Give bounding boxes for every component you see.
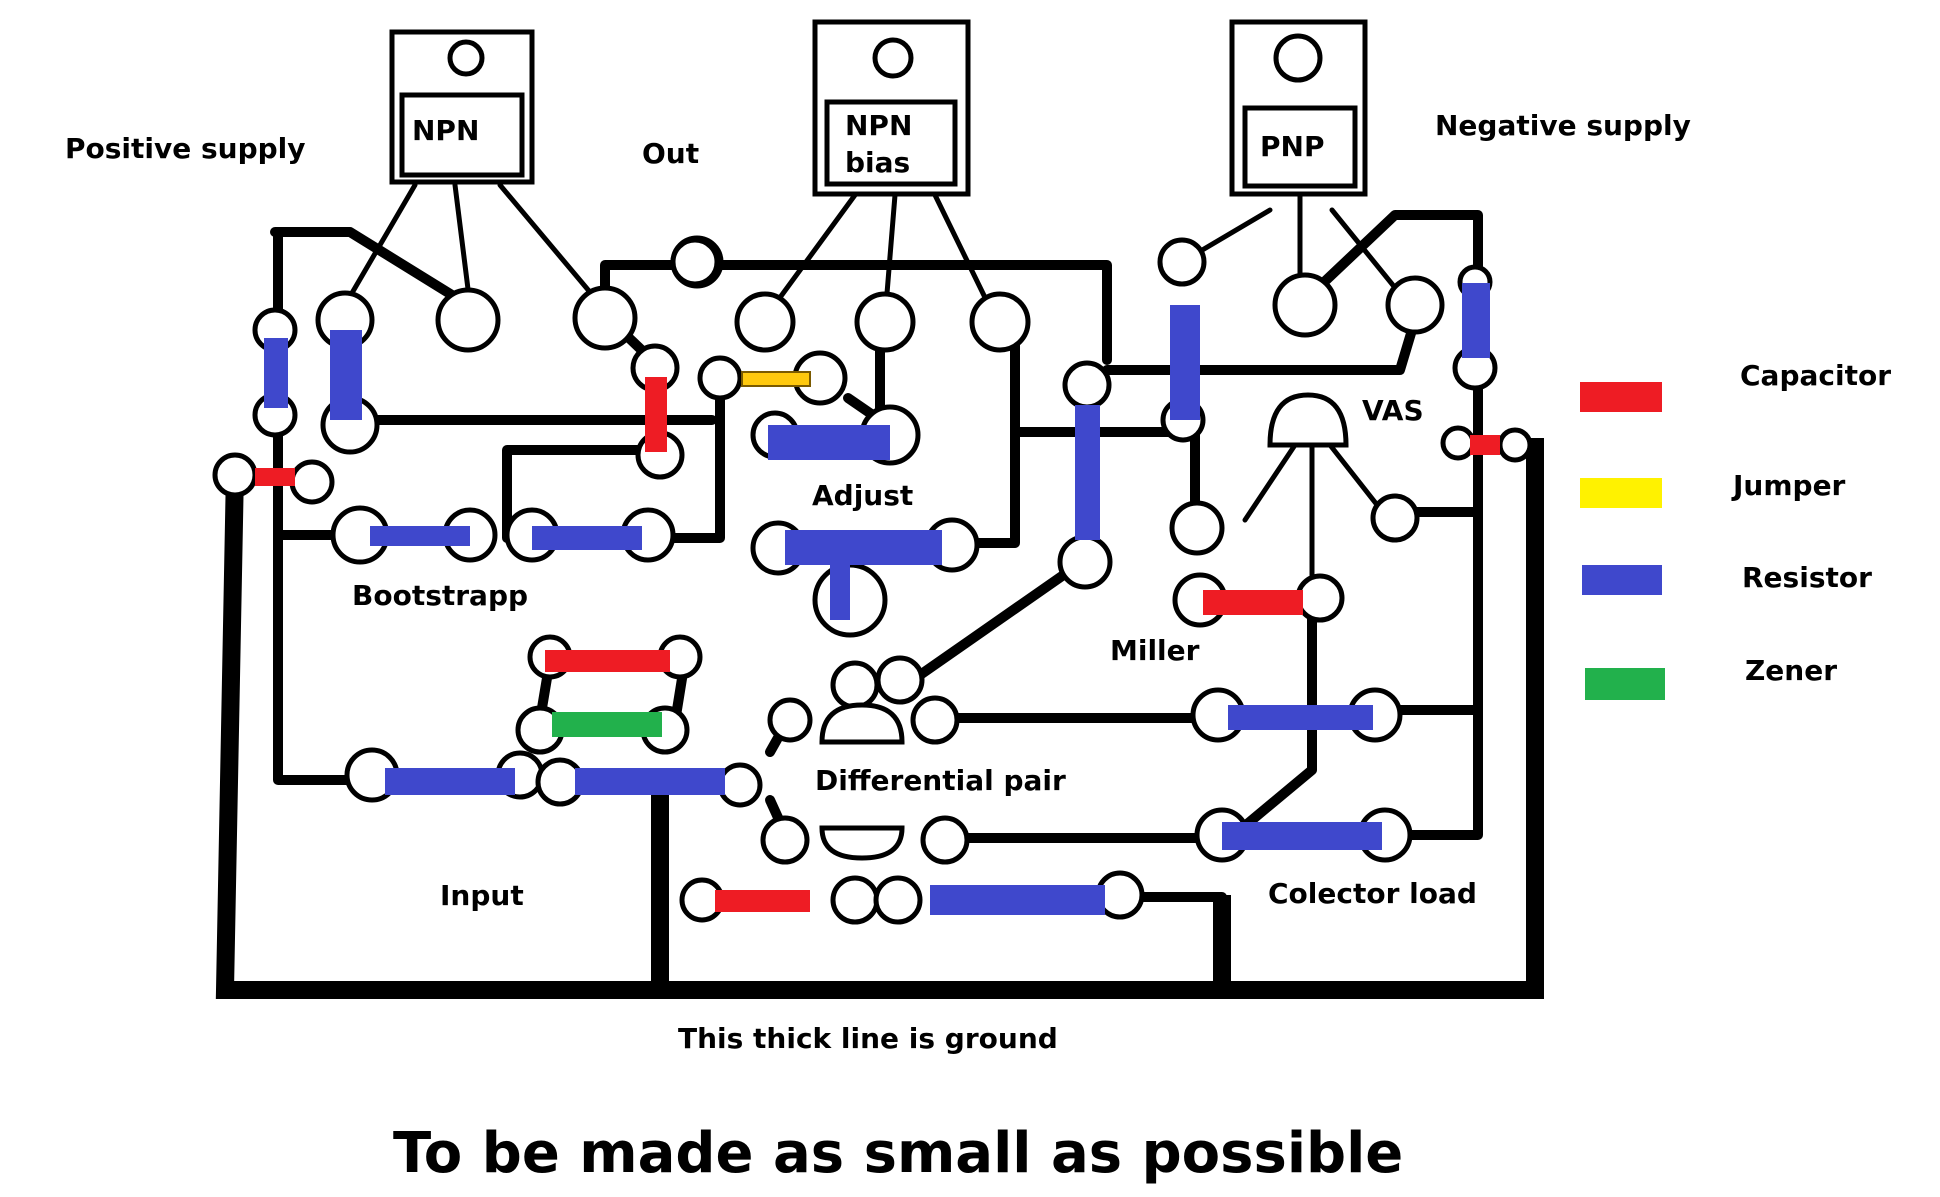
- colector-load-label: Colector load: [1268, 877, 1477, 910]
- adjust-label: Adjust: [812, 479, 913, 512]
- npn-label: NPN: [412, 114, 479, 147]
- legend: Capacitor Jumper Resistor Zener: [1580, 359, 1891, 700]
- legend-swatch-jumper: [1580, 478, 1662, 508]
- capacitors: [255, 377, 1500, 912]
- legend-label-resistor: Resistor: [1742, 561, 1872, 594]
- npn-bias-label-line2: bias: [845, 146, 910, 179]
- labels: Positive supply Out Negative supply VAS …: [65, 109, 1691, 1186]
- resistors: [264, 283, 1490, 915]
- legend-label-jumper: Jumper: [1731, 469, 1846, 502]
- differential-pair-label: Differential pair: [815, 764, 1066, 797]
- pnp-transistor: PNP: [1229, 19, 1368, 197]
- legend-swatch-resistor: [1582, 565, 1662, 595]
- legend-swatch-zener: [1585, 668, 1665, 700]
- npn-bias-transistor: NPN bias: [812, 19, 971, 197]
- out-label: Out: [642, 137, 699, 170]
- npn-bias-label-line1: NPN: [845, 109, 912, 142]
- differential-pair-transistors: [819, 702, 905, 861]
- zeners: [552, 712, 662, 737]
- legend-label-zener: Zener: [1745, 654, 1837, 687]
- vas-transistor: [1267, 392, 1349, 448]
- ground-note-label: This thick line is ground: [678, 1022, 1058, 1055]
- jumpers: [741, 371, 811, 387]
- bootstrapp-label: Bootstrapp: [352, 579, 528, 612]
- footer-title: To be made as small as possible: [393, 1121, 1403, 1186]
- negative-supply-label: Negative supply: [1435, 109, 1691, 142]
- vas-label: VAS: [1362, 394, 1424, 427]
- miller-label: Miller: [1110, 634, 1200, 667]
- input-label: Input: [440, 879, 524, 912]
- npn-transistor: NPN: [389, 29, 535, 185]
- pnp-label: PNP: [1260, 130, 1324, 163]
- positive-supply-label: Positive supply: [65, 132, 306, 165]
- legend-label-capacitor: Capacitor: [1740, 359, 1891, 392]
- pads: [212, 235, 1533, 925]
- legend-swatch-capacitor: [1580, 382, 1662, 412]
